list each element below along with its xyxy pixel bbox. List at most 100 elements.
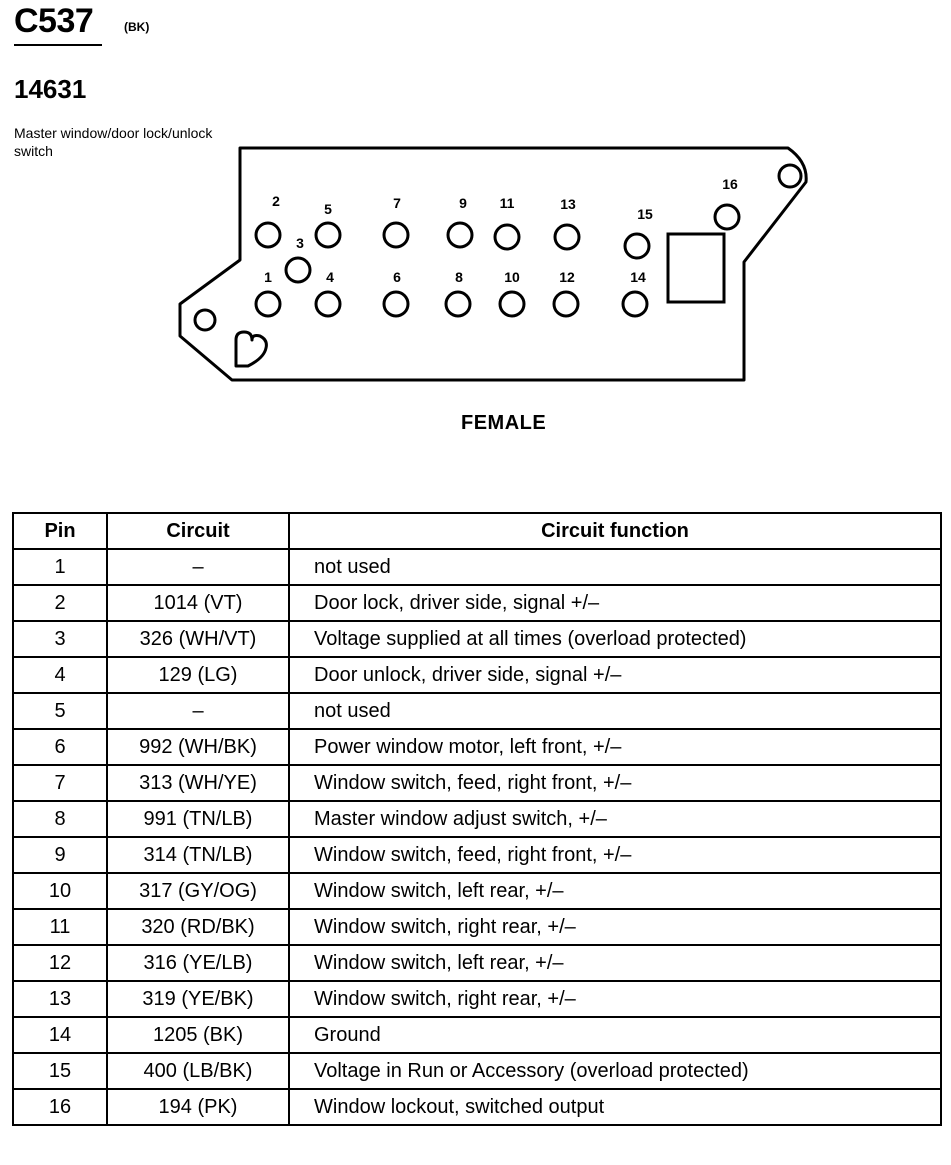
pin-cavity-4 [314, 290, 342, 318]
pin-number-label: 11 [500, 195, 515, 211]
pin-cell: 13 [12, 980, 108, 1018]
mounting-hole-left [193, 308, 217, 332]
pin-cell: 3 [12, 620, 108, 658]
pin-number-label: 8 [455, 269, 463, 285]
pin-number-label: 4 [326, 269, 334, 285]
header-circuit-function: Circuit function [288, 512, 942, 550]
pin-cavity-16 [713, 203, 741, 231]
circuit-cell: 326 (WH/VT) [106, 620, 290, 658]
function-cell: Window lockout, switched output [288, 1088, 942, 1126]
pin-cavity-9 [446, 221, 474, 249]
function-cell: Ground [288, 1016, 942, 1054]
pin-number-label: 3 [296, 235, 304, 251]
polarizing-key [234, 330, 268, 368]
function-cell: Power window motor, left front, +/– [288, 728, 942, 766]
pin-number-label: 2 [272, 193, 280, 209]
circuit-cell: 313 (WH/YE) [106, 764, 290, 802]
pin-cell: 12 [12, 944, 108, 982]
pin-cavity-8 [444, 290, 472, 318]
pin-cell: 2 [12, 584, 108, 622]
component-name: Master window/door lock/unlock switch [14, 125, 213, 159]
circuit-cell: 992 (WH/BK) [106, 728, 290, 766]
mounting-hole-right [777, 163, 803, 189]
pin-cavity-10 [498, 290, 526, 318]
function-cell: Voltage supplied at all times (overload … [288, 620, 942, 658]
function-cell: Door unlock, driver side, signal +/– [288, 656, 942, 694]
pin-number-label: 12 [559, 269, 575, 285]
circuit-cell: 991 (TN/LB) [106, 800, 290, 838]
pin-cell: 14 [12, 1016, 108, 1054]
circuit-cell: 1205 (BK) [106, 1016, 290, 1054]
pin-cell: 1 [12, 548, 108, 586]
pin-cell: 4 [12, 656, 108, 694]
pin-cell: 6 [12, 728, 108, 766]
connector-cavity [666, 232, 726, 304]
circuit-cell: – [106, 692, 290, 730]
circuit-cell: 129 (LG) [106, 656, 290, 694]
function-cell: Voltage in Run or Accessory (overload pr… [288, 1052, 942, 1090]
function-cell: Window switch, feed, right front, +/– [288, 764, 942, 802]
pin-cavity-5 [314, 221, 342, 249]
table-header-row: Pin Circuit Circuit function [12, 512, 942, 550]
pin-number-label: 13 [560, 196, 576, 212]
circuit-cell: 316 (YE/LB) [106, 944, 290, 982]
connector-id: C537 [14, 2, 94, 40]
function-cell: not used [288, 548, 942, 586]
pin-cell: 7 [12, 764, 108, 802]
pin-cell: 8 [12, 800, 108, 838]
function-cell: Window switch, left rear, +/– [288, 944, 942, 982]
header-pin: Pin [12, 512, 108, 550]
table-row: 1–not used [12, 548, 942, 586]
function-cell: Window switch, right rear, +/– [288, 908, 942, 946]
header-circuit: Circuit [106, 512, 290, 550]
pin-cavity-6 [382, 290, 410, 318]
connector-gender-label: FEMALE [461, 412, 547, 434]
pin-cavity-11 [493, 223, 521, 251]
circuit-cell: 1014 (VT) [106, 584, 290, 622]
circuit-cell: 400 (LB/BK) [106, 1052, 290, 1090]
function-cell: Master window adjust switch, +/– [288, 800, 942, 838]
pin-cell: 11 [12, 908, 108, 946]
function-cell: Window switch, right rear, +/– [288, 980, 942, 1018]
pinout-table: Pin Circuit Circuit function 1–not used … [12, 512, 942, 1126]
pin-cavity-2 [254, 221, 282, 249]
pin-cavity-15 [623, 232, 651, 260]
function-cell: Window switch, feed, right front, +/– [288, 836, 942, 874]
pin-number-label: 7 [393, 195, 401, 211]
pin-number-label: 16 [722, 176, 738, 192]
pin-number-label: 1 [264, 269, 272, 285]
function-cell: Door lock, driver side, signal +/– [288, 584, 942, 622]
pin-number-label: 9 [459, 195, 467, 211]
pin-cavity-3 [284, 256, 312, 284]
pin-cell: 10 [12, 872, 108, 910]
pin-cell: 16 [12, 1088, 108, 1126]
circuit-cell: 319 (YE/BK) [106, 980, 290, 1018]
connector-id-underline [14, 44, 102, 46]
connector-outline [178, 146, 808, 382]
circuit-cell: 314 (TN/LB) [106, 836, 290, 874]
pin-cavity-12 [552, 290, 580, 318]
circuit-cell: – [106, 548, 290, 586]
circuit-cell: 194 (PK) [106, 1088, 290, 1126]
function-cell: not used [288, 692, 942, 730]
pin-number-label: 14 [630, 269, 646, 285]
pin-number-label: 15 [637, 206, 653, 222]
pin-cell: 9 [12, 836, 108, 874]
pin-cavity-7 [382, 221, 410, 249]
pin-number-label: 6 [393, 269, 401, 285]
pin-cell: 5 [12, 692, 108, 730]
